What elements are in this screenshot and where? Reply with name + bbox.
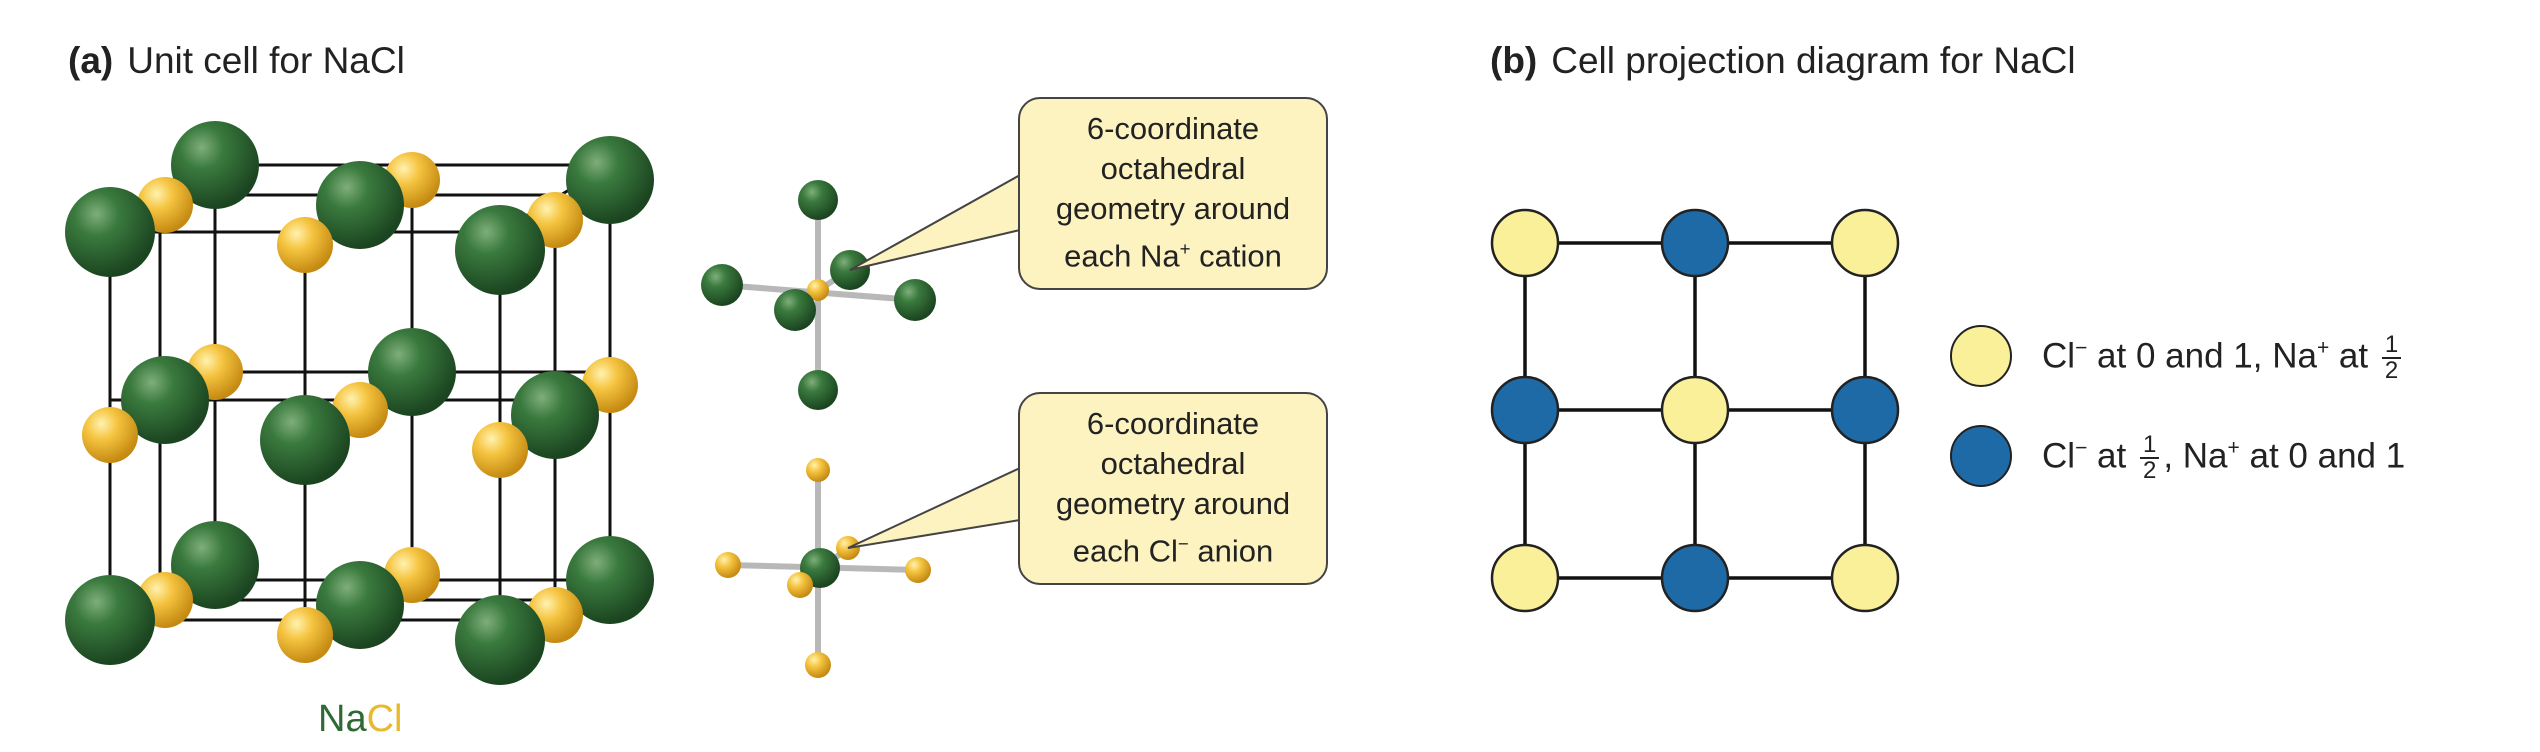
callout-line: 6-coordinate (1086, 111, 1260, 146)
charge-sup: + (2316, 336, 2330, 360)
callout-text: anion (1188, 533, 1274, 569)
projection-atom-pale (1660, 375, 1730, 445)
legend-cl: Cl (2042, 336, 2076, 376)
cl-atom (277, 217, 333, 273)
cl-atom (472, 422, 528, 478)
callout-cation: 6-coordinate octahedral geometry around … (1018, 97, 1328, 290)
projection-atoms (1490, 208, 1900, 613)
cl-atom (787, 572, 813, 598)
projection-atom-blue (1660, 543, 1730, 613)
formula-na: Na (318, 698, 367, 740)
callout-line: geometry around (1055, 191, 1291, 226)
callout-line: 6-coordinate (1086, 406, 1260, 441)
charge-sup: + (1179, 238, 1191, 259)
na-atom (798, 180, 838, 220)
na-atom (171, 121, 259, 209)
legend-text-tail: at (2329, 336, 2378, 376)
na-atom (121, 356, 209, 444)
octahedron-cation (701, 180, 936, 410)
projection-atom-pale (1830, 208, 1900, 278)
formula-cl: Cl (366, 698, 403, 740)
projection-atom-pale (1490, 543, 1560, 613)
panel-a-title: (a) Unit cell for NaCl (68, 40, 405, 82)
nacl-formula: NaCl (318, 698, 402, 741)
callout-text: each Cl (1072, 533, 1178, 569)
charge-sup: − (1177, 533, 1189, 554)
na-atom (455, 205, 545, 295)
callout-text: cation (1190, 238, 1282, 274)
legend-swatch-blue (1950, 425, 2012, 487)
octahedron-anion (715, 458, 931, 678)
charge-sup: − (2075, 336, 2088, 360)
na-atom (894, 279, 936, 321)
callout-anion: 6-coordinate octahedral geometry around … (1018, 392, 1328, 585)
na-atom (65, 187, 155, 277)
cl-atom (905, 557, 931, 583)
legend-cl: Cl (2042, 436, 2076, 476)
na-atom (566, 136, 654, 224)
callout-line: geometry around (1055, 486, 1291, 521)
legend-swatch-pale (1950, 325, 2012, 387)
na-atom (455, 595, 545, 685)
charge-sup: + (2227, 436, 2240, 460)
na-atom (511, 371, 599, 459)
na-atom (260, 395, 350, 485)
projection-atom-pale (1490, 208, 1560, 278)
legend-text-end: at 0 and 1 (2239, 436, 2406, 476)
callout-text: each Na (1064, 238, 1180, 274)
na-atom (701, 264, 743, 306)
callout-line: each Na+ cation (1020, 229, 1326, 276)
unit-cell-front-atoms (65, 187, 545, 685)
na-atom (798, 370, 838, 410)
fraction-numerator: 1 (2139, 433, 2160, 459)
legend-text-mid: at (2087, 436, 2136, 476)
fraction-numerator: 1 (2381, 333, 2402, 359)
projection-atom-blue (1660, 208, 1730, 278)
panel-b-label: (b) (1490, 40, 1538, 81)
na-atom (368, 328, 456, 416)
cl-atom (806, 458, 830, 482)
na-atom (171, 521, 259, 609)
projection-atom-blue (1490, 375, 1560, 445)
cl-atom (582, 357, 638, 413)
panel-a-label: (a) (68, 40, 114, 81)
cl-atom (805, 652, 831, 678)
na-atom (316, 161, 404, 249)
projection-atom-blue (1830, 375, 1900, 445)
cl-atom (82, 407, 138, 463)
legend-text-tail: , Na (2163, 436, 2228, 476)
cl-atom (715, 552, 741, 578)
na-atom (316, 561, 404, 649)
na-atom (566, 536, 654, 624)
fraction-denominator: 2 (2384, 357, 2399, 384)
na-atom (65, 575, 155, 665)
cl-atom (807, 279, 829, 301)
projection-atom-pale (1830, 543, 1900, 613)
panel-b-title: (b) Cell projection diagram for NaCl (1490, 40, 2076, 82)
callout-pointers (847, 173, 1021, 549)
panel-a-title-text: Unit cell for NaCl (127, 40, 405, 81)
charge-sup: − (2075, 436, 2088, 460)
callout-line: each Cl− anion (1020, 524, 1326, 571)
callout-line: octahedral (1100, 446, 1246, 481)
callout-line: octahedral (1100, 151, 1246, 186)
panel-b-title-text: Cell projection diagram for NaCl (1551, 40, 2076, 81)
cl-atom (277, 607, 333, 663)
na-atom (774, 289, 816, 331)
legend-text-mid: at 0 and 1, Na (2087, 336, 2317, 376)
fraction-denominator: 2 (2142, 457, 2157, 484)
